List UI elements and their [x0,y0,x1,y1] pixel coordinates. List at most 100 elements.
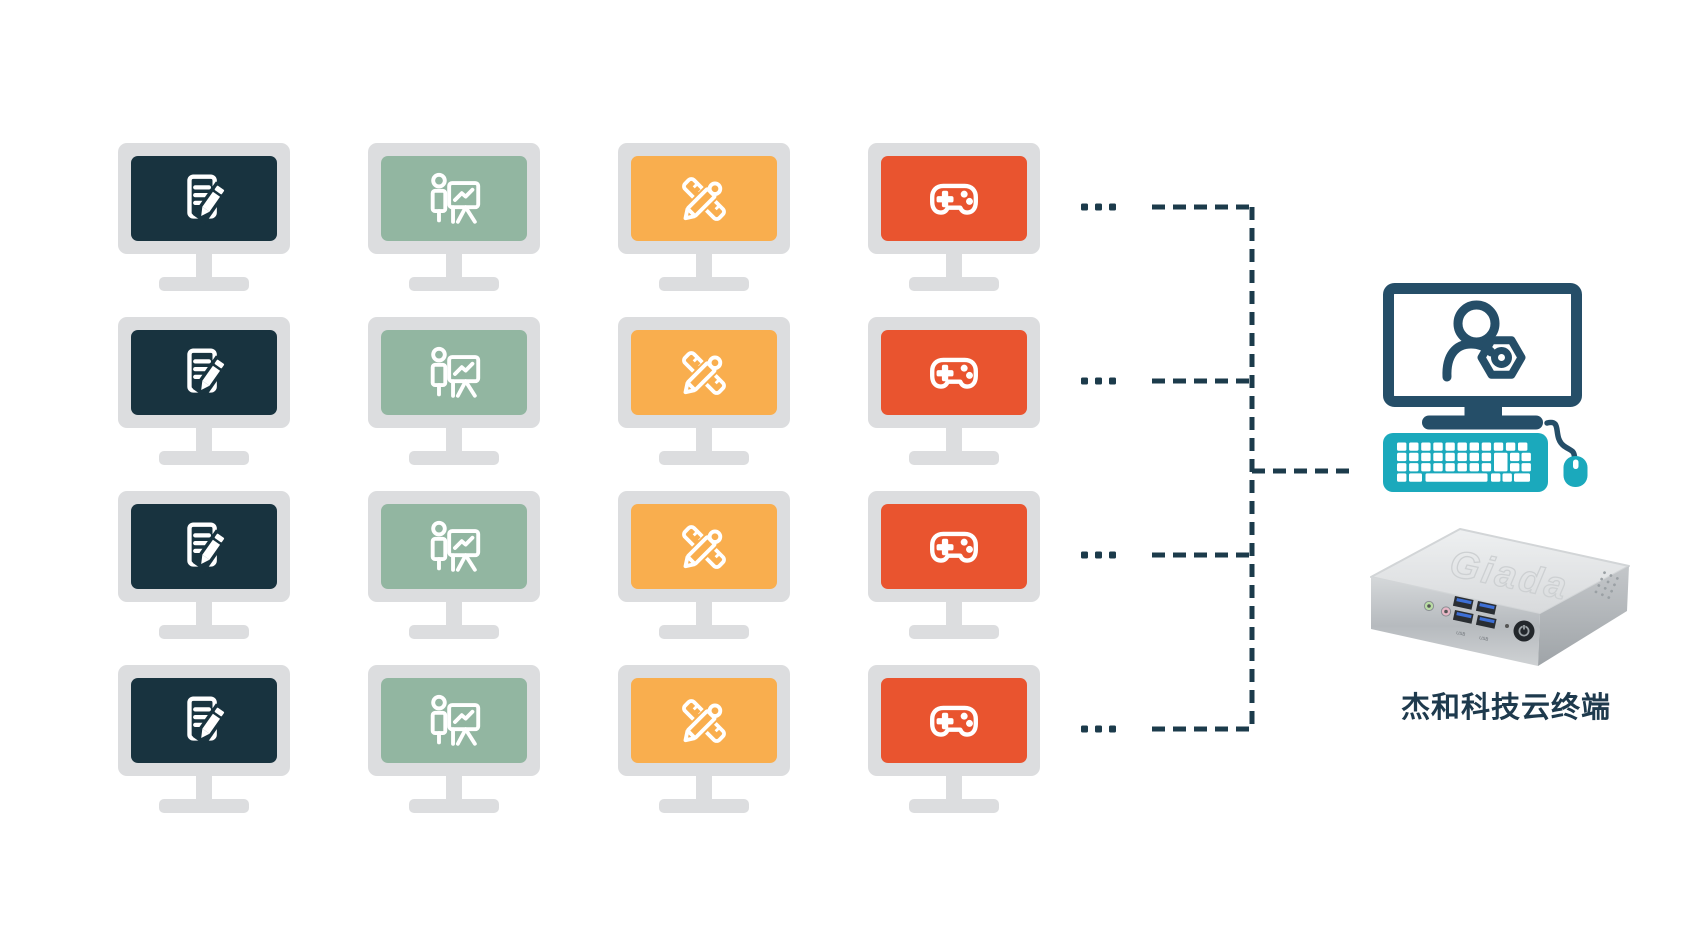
mouse-cable [1544,419,1578,460]
monitor-bezel [118,143,290,254]
monitor-stand-base [659,451,749,465]
monitor-bezel [868,491,1040,602]
monitor-stand-base [159,451,249,465]
monitor-presentation-row1 [368,143,540,303]
gamepad-icon [923,690,985,752]
monitor-screen-gaming [881,156,1027,241]
user-gear-icon [1442,300,1526,382]
row-ellipsis-3 [1081,551,1116,559]
audio-jack-pink [1440,606,1452,617]
row-ellipsis-1 [1081,203,1116,211]
monitor-bezel [368,317,540,428]
monitor-stand-base [159,799,249,813]
device-right-face [1538,566,1629,666]
monitor-stand-base [909,277,999,291]
client-monitor-frame [1383,283,1582,407]
monitor-presentation-row4 [368,665,540,825]
monitor-presentation-row3 [368,491,540,651]
usb-ports [1452,596,1497,629]
monitor-screen-presentation [381,156,527,241]
presentation-chart-icon [423,342,485,404]
document-pencil-icon [173,168,235,230]
monitor-office-row1 [118,143,290,303]
monitor-stand-neck [446,602,462,629]
client-monitor-base [1422,415,1543,430]
monitor-design-row2 [618,317,790,477]
mouse-wheel [1573,459,1579,469]
monitor-stand-neck [196,254,212,281]
document-pencil-icon [173,342,235,404]
monitor-screen-presentation [381,504,527,589]
row-ellipsis-4 [1081,725,1116,733]
monitor-bezel [118,317,290,428]
presentation-chart-icon [423,516,485,578]
reset-hole [1505,624,1509,628]
client-computer [1383,283,1588,492]
monitor-gaming-row3 [868,491,1040,651]
monitor-office-row4 [118,665,290,825]
monitor-stand-neck [696,602,712,629]
monitor-stand-base [909,799,999,813]
monitor-screen-office [131,156,277,241]
gamepad-icon [923,168,985,230]
monitor-screen-design [631,330,777,415]
monitor-stand-base [909,451,999,465]
presentation-chart-icon [423,690,485,752]
monitor-stand-base [659,277,749,291]
device-label: 杰和科技云终端 [1400,692,1611,724]
monitor-stand-neck [446,254,462,281]
client-mouse [1563,456,1588,487]
monitor-bezel [868,317,1040,428]
ruler-pencil-icon [673,342,735,404]
monitor-screen-gaming [881,330,1027,415]
monitor-screen-office [131,678,277,763]
monitor-design-row3 [618,491,790,651]
monitor-presentation-row2 [368,317,540,477]
monitor-stand-base [159,277,249,291]
monitor-stand-neck [196,776,212,803]
monitor-stand-base [909,625,999,639]
presentation-chart-icon [423,168,485,230]
monitor-stand-neck [946,254,962,281]
monitor-stand-base [659,625,749,639]
monitor-bezel [618,665,790,776]
usb-label-1: USB [1456,630,1466,637]
monitor-bezel [368,491,540,602]
monitor-stand-neck [946,602,962,629]
client-keyboard [1383,433,1548,492]
monitor-stand-neck [946,428,962,455]
device-logo: Giada [1446,543,1573,609]
device-top-face [1370,528,1630,615]
monitor-screen-office [131,330,277,415]
monitor-bezel [368,665,540,776]
monitor-stand-base [409,799,499,813]
monitor-stand-base [409,625,499,639]
monitor-stand-neck [696,776,712,803]
monitor-stand-base [659,799,749,813]
gamepad-icon [923,342,985,404]
monitor-screen-design [631,504,777,589]
monitor-bezel [618,317,790,428]
keyboard-keys [1397,442,1531,482]
monitor-design-row4 [618,665,790,825]
monitor-stand-neck [946,776,962,803]
ruler-pencil-icon [673,690,735,752]
device-vents [1594,571,1619,599]
gamepad-icon [923,516,985,578]
monitor-stand-base [159,625,249,639]
monitor-gaming-row1 [868,143,1040,303]
monitor-bezel [118,491,290,602]
monitor-screen-office [131,504,277,589]
monitor-design-row1 [618,143,790,303]
monitor-screen-gaming [881,504,1027,589]
monitor-office-row2 [118,317,290,477]
monitor-screen-design [631,156,777,241]
monitor-stand-neck [446,428,462,455]
row-ellipsis-2 [1081,377,1116,385]
audio-jack-green [1423,600,1435,612]
monitor-stand-neck [196,602,212,629]
monitor-stand-neck [696,254,712,281]
ruler-pencil-icon [673,168,735,230]
monitor-stand-neck [196,428,212,455]
